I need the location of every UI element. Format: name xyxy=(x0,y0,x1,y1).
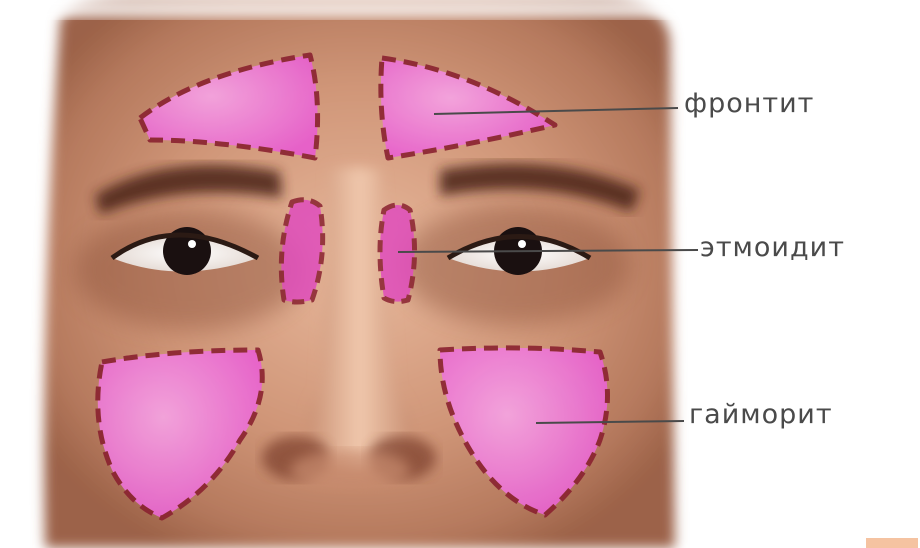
label-frontitis: фронтит xyxy=(684,90,814,117)
corner-mark xyxy=(866,538,918,548)
ethmoid-sinus-right xyxy=(380,205,415,302)
label-ethmoiditis: этмоидит xyxy=(700,234,845,261)
label-maxillary-sinusitis: гайморит xyxy=(689,401,833,428)
